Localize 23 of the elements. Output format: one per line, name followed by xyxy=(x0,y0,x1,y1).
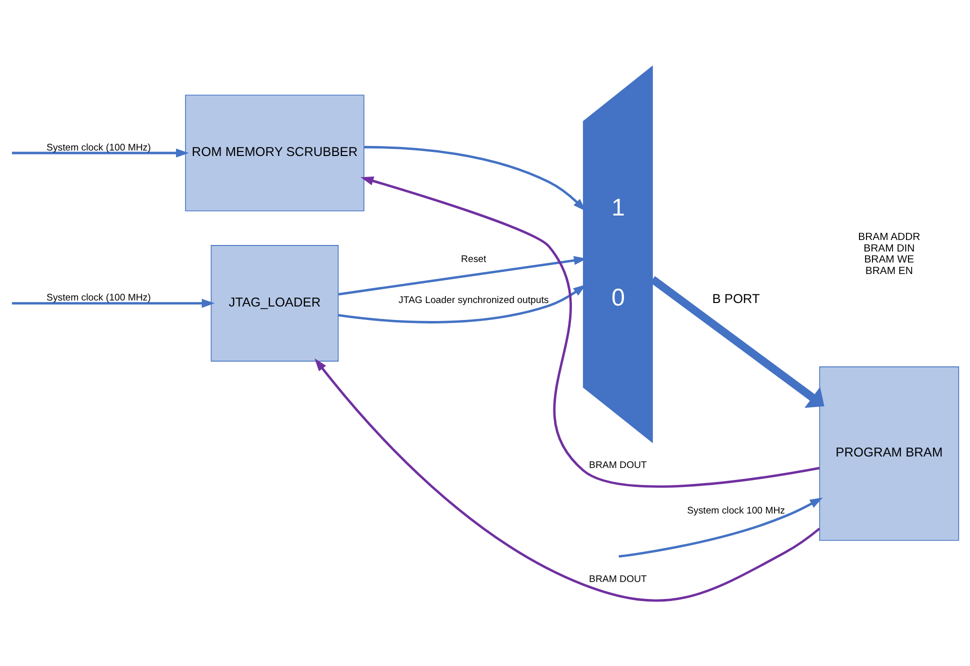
edge-label: B PORT xyxy=(712,290,760,306)
edge-label: System clock (100 MHz) xyxy=(46,142,151,153)
node-box: 1 0 xyxy=(582,64,653,443)
edge-label: Reset xyxy=(461,254,486,264)
edge-label: JTAG Loader synchronized outputs xyxy=(398,294,549,306)
edge-label: BRAM DOUT xyxy=(589,459,647,470)
label: BRAM ADDR xyxy=(858,232,920,243)
arrow xyxy=(360,176,820,488)
arrow xyxy=(12,298,215,308)
edge-label: BRAM DOUT xyxy=(589,573,647,584)
arrow xyxy=(650,276,824,408)
label: BRAM DIN xyxy=(864,242,915,254)
node-box: JTAG_LOADER xyxy=(210,244,339,362)
edge-label: System clock (100 MHz) xyxy=(46,292,151,304)
arrow xyxy=(364,145,586,211)
node-box: PROGRAM BRAM xyxy=(819,366,960,540)
arrow xyxy=(314,358,820,602)
label: BRAM WE xyxy=(864,254,914,266)
arrow xyxy=(618,497,823,558)
label: BRAM EN xyxy=(865,265,913,276)
arrow xyxy=(12,148,189,158)
edge-label: System clock 100 MHz xyxy=(687,505,785,516)
node-box: ROM MEMORY SCRUBBER xyxy=(185,94,364,211)
